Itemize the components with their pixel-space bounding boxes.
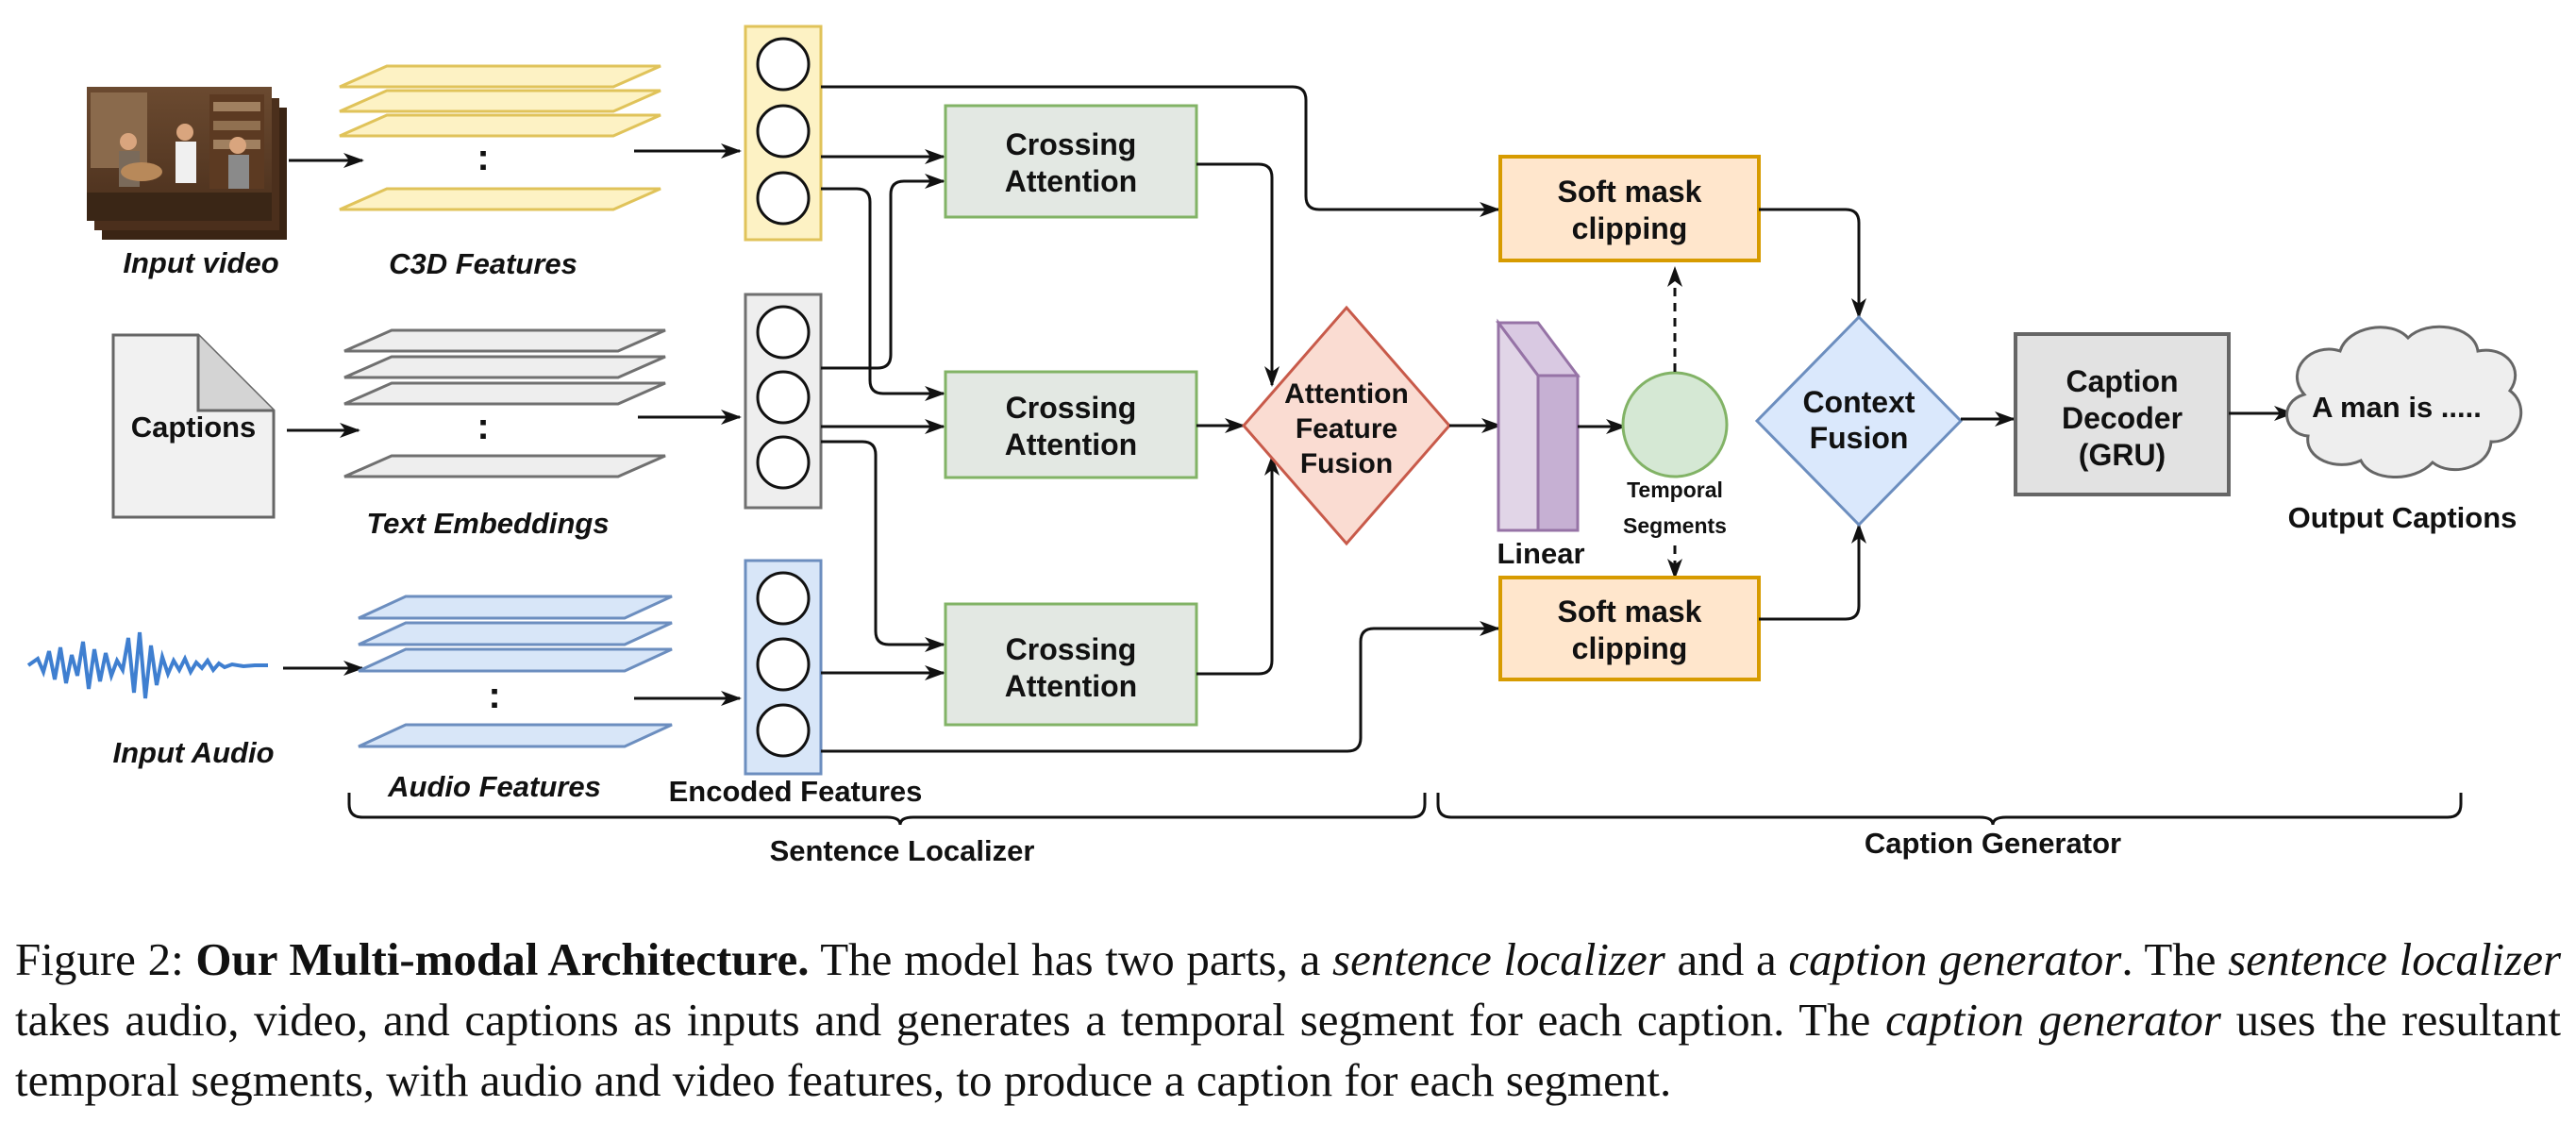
context-fusion-line2: Fusion: [1810, 421, 1909, 455]
soft-mask-clipping-bottom: Soft mask clipping: [1498, 576, 1761, 681]
video-encoder: [744, 25, 823, 242]
fusion-line1: Attention: [1284, 378, 1409, 410]
caption-generator-brace: [1436, 793, 2463, 826]
crossing-attention-bottom-line2: Attention: [1005, 669, 1137, 703]
soft-mask-top-line2: clipping: [1572, 211, 1688, 245]
crossing-attention-top-line2: Attention: [1005, 164, 1137, 198]
audio-dots: :: [488, 675, 500, 716]
caption-italic-2: caption generator: [1788, 933, 2122, 985]
caption-text-1: The model has two parts, a: [820, 933, 1321, 985]
caption-text-2: and a: [1677, 933, 1777, 985]
linear-layer: [1496, 318, 1581, 532]
soft-mask-bottom-line2: clipping: [1572, 631, 1688, 665]
caption-text-5: uses the resultant temporal segments, wi…: [15, 994, 2561, 1106]
output-text: A man is .....: [2312, 391, 2482, 424]
caption-italic-3: sentence localizer: [2228, 933, 2562, 985]
architecture-diagram: Input video Captions Input Audio : C3D F…: [26, 25, 2523, 867]
text-embeddings-label: Text Embeddings: [366, 507, 609, 540]
caption-generator-label: Caption Generator: [1865, 827, 2121, 860]
crossing-attention-top: Crossing Attention: [944, 104, 1198, 219]
c3d-feature-stack: [339, 64, 661, 211]
caption-title: Our Multi-modal Architecture.: [195, 933, 810, 985]
sentence-localizer-label: Sentence Localizer: [770, 834, 1035, 867]
soft-mask-bottom-line1: Soft mask: [1558, 595, 1702, 629]
soft-mask-top-line1: Soft mask: [1558, 175, 1702, 209]
audio-features-label: Audio Features: [387, 770, 601, 803]
figure-caption: Figure 2: Our Multi-modal Architecture. …: [15, 930, 2561, 1111]
context-fusion: Context Fusion: [1754, 314, 1964, 528]
decoder-line1: Caption: [2066, 364, 2178, 398]
text-embedding-stack: [343, 328, 666, 478]
caption-italic-4: caption generator: [1885, 994, 2221, 1046]
input-audio-label: Input Audio: [112, 736, 274, 769]
crossing-attention-middle-line2: Attention: [1005, 428, 1137, 461]
captions-document-label: Captions: [131, 411, 257, 444]
crossing-attention-middle: Crossing Attention: [944, 370, 1198, 479]
temporal-segments-node: [1621, 371, 1729, 478]
c3d-features-label: C3D Features: [389, 247, 577, 280]
audio-feature-stack: [358, 595, 673, 748]
output-captions-label: Output Captions: [2288, 501, 2517, 534]
encoder-connections: [821, 85, 1500, 753]
sentence-localizer-brace: [347, 793, 1427, 826]
input-video-label: Input video: [123, 246, 278, 279]
input-video-thumbnail: [87, 87, 287, 240]
fusion-line3: Fusion: [1300, 448, 1393, 479]
c3d-dots: :: [477, 137, 489, 178]
caption-italic-1: sentence localizer: [1332, 933, 1665, 985]
crossing-attention-bottom: Crossing Attention: [944, 602, 1198, 727]
caption-decoder: Caption Decoder (GRU): [2014, 332, 2231, 496]
linear-label: Linear: [1497, 537, 1584, 570]
encoded-features-label: Encoded Features: [669, 775, 923, 808]
caption-text-3: . The: [2121, 933, 2216, 985]
temporal-segments-line2: Segments: [1623, 513, 1727, 538]
captions-document-icon: [111, 333, 276, 519]
attention-feature-fusion: Attention Feature Fusion: [1242, 305, 1451, 546]
crossing-attention-bottom-line1: Crossing: [1006, 632, 1137, 666]
audio-encoder: [744, 559, 823, 776]
temporal-segments-line1: Temporal: [1627, 478, 1723, 502]
decoder-line3: (GRU): [2079, 438, 2166, 472]
crossing-attention-top-line1: Crossing: [1006, 127, 1137, 161]
fusion-line2: Feature: [1296, 413, 1397, 444]
output-cloud: [2285, 325, 2523, 478]
text-encoder: [744, 293, 823, 510]
soft-mask-clipping-top: Soft mask clipping: [1498, 155, 1761, 262]
text-dots: :: [477, 406, 489, 447]
attention-to-fusion-connections: [1196, 162, 1280, 676]
context-fusion-line1: Context: [1802, 385, 1915, 419]
mask-to-context-connections: [1759, 208, 1866, 621]
input-audio-waveform: [26, 631, 268, 699]
caption-text-4: takes audio, video, and captions as inpu…: [15, 994, 1871, 1046]
decoder-line2: Decoder: [2062, 401, 2183, 435]
crossing-attention-middle-line1: Crossing: [1006, 391, 1137, 425]
caption-figure-label: Figure 2:: [15, 933, 184, 985]
